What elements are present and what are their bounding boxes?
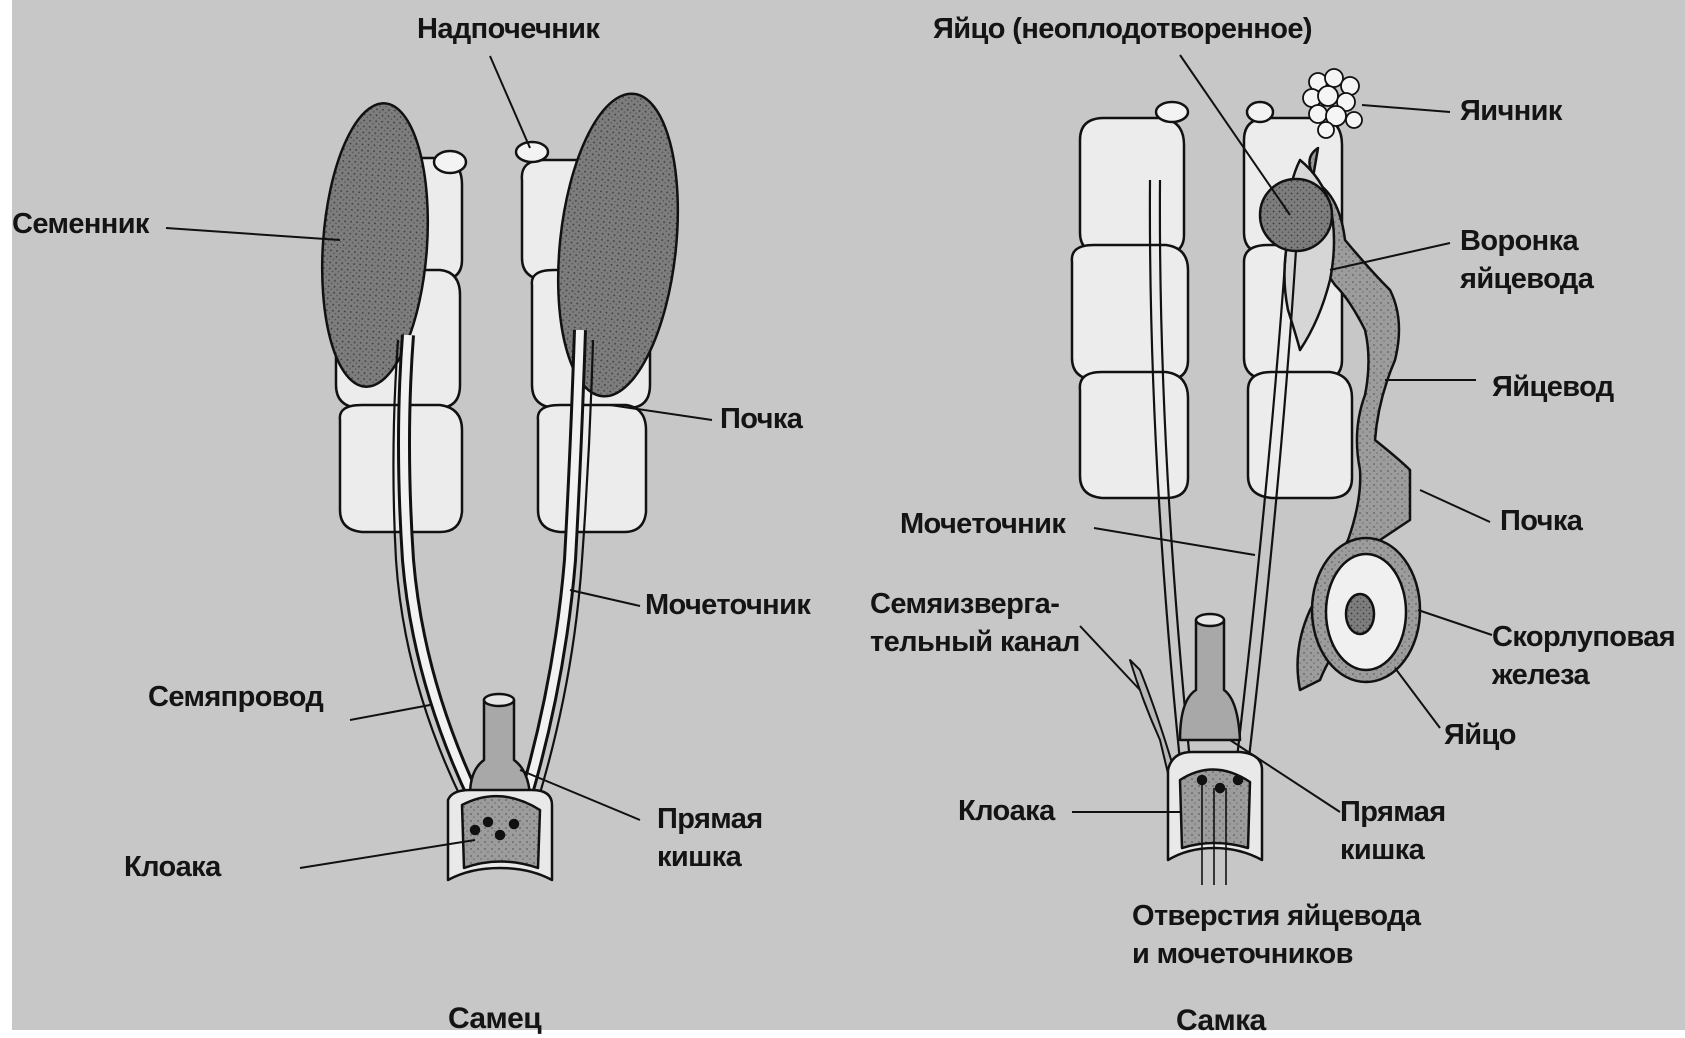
label-adrenal-male: Надпочечник [417, 10, 599, 48]
label-egg: Яйцо [1444, 716, 1516, 754]
female-shell-gland [1312, 538, 1420, 682]
label-vas-deferens: Семяпровод [148, 678, 323, 716]
label-infundibulum: Воронка яйцевода [1460, 222, 1593, 298]
label-vestigial-duct-line2: тельный канал [870, 623, 1080, 661]
label-rectum-female-line1: Прямая [1340, 793, 1446, 831]
label-vestigial-duct-line1: Семяизверга- [870, 585, 1080, 623]
label-rectum-male-line2: кишка [657, 838, 763, 876]
male-diagram [313, 88, 691, 880]
label-ureter-female: Мочеточник [900, 505, 1065, 543]
female-kidney-left [1072, 118, 1188, 498]
label-cloaca-male: Клоака [124, 848, 221, 886]
label-kidney-female: Почка [1500, 502, 1582, 540]
female-egg [1346, 594, 1374, 634]
caption-male: Самец [448, 1000, 541, 1038]
male-rectum [470, 694, 530, 795]
label-egg-unfertilized: Яйцо (неоплодотворенное) [933, 10, 1312, 48]
female-cloaca [1168, 752, 1262, 885]
label-shell-gland-line1: Скорлуповая [1492, 618, 1675, 656]
label-vestigial-duct: Семяизверга- тельный канал [870, 585, 1080, 661]
label-rectum-male: Прямая кишка [657, 800, 763, 876]
male-cloaca [448, 790, 552, 880]
label-openings-line1: Отверстия яйцевода [1132, 897, 1420, 935]
label-oviduct: Яйцевод [1492, 368, 1614, 406]
caption-female: Самка [1176, 1002, 1266, 1038]
label-openings: Отверстия яйцевода и мочеточников [1132, 897, 1420, 973]
label-shell-gland-line2: железа [1492, 656, 1675, 694]
label-infundibulum-line2: яйцевода [1460, 260, 1593, 298]
label-kidney-male: Почка [720, 400, 802, 438]
male-adrenal-left [434, 151, 466, 173]
label-shell-gland: Скорлуповая железа [1492, 618, 1675, 694]
female-egg-unfertilized [1260, 179, 1332, 251]
female-adrenal-left [1156, 102, 1188, 122]
female-adrenal-right [1247, 102, 1273, 122]
label-infundibulum-line1: Воронка [1460, 222, 1593, 260]
female-rectum [1180, 614, 1240, 740]
label-testis: Семенник [12, 205, 149, 243]
female-diagram [1072, 69, 1420, 885]
label-ovary: Яичник [1460, 92, 1562, 130]
label-ureter-male: Мочеточник [645, 586, 810, 624]
label-rectum-female-line2: кишка [1340, 831, 1446, 869]
label-rectum-female: Прямая кишка [1340, 793, 1446, 869]
label-cloaca-female: Клоака [958, 792, 1055, 830]
label-openings-line2: и мочеточников [1132, 935, 1420, 973]
male-adrenal-right [516, 142, 548, 162]
label-rectum-male-line1: Прямая [657, 800, 763, 838]
